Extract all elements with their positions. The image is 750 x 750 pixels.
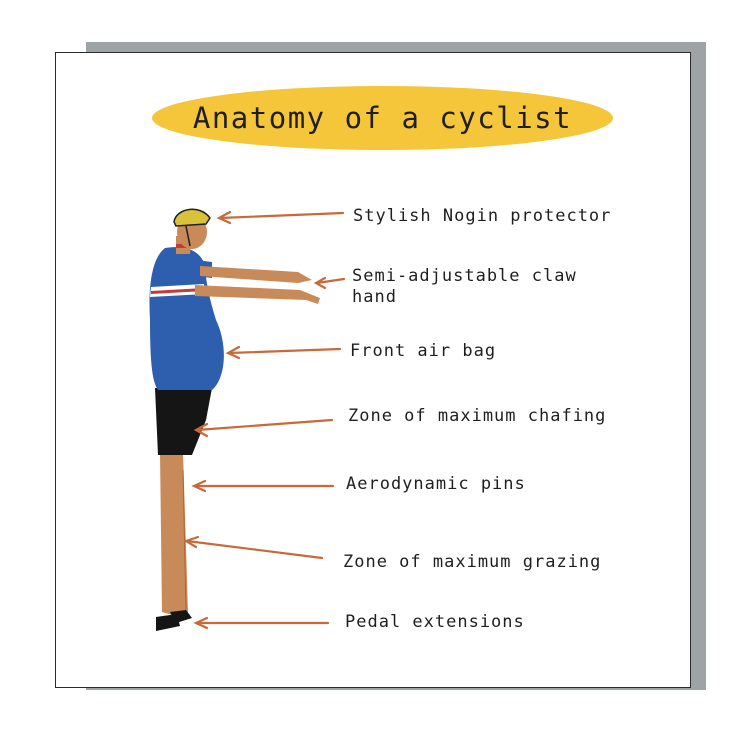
- arrow-shorts-label: [193, 418, 334, 438]
- cyclist-jersey: [149, 247, 224, 390]
- cyclist-legs: [160, 452, 188, 616]
- label-hand-line1: Semi-adjustable claw: [352, 266, 577, 286]
- cyclist-helmet: [173, 208, 211, 227]
- label-belly: Front air bag: [350, 341, 497, 361]
- label-feet: Pedal extensions: [345, 612, 525, 632]
- label-shins: Zone of maximum grazing: [343, 552, 602, 572]
- arrow-head-label: [216, 210, 345, 225]
- label-legs: Aerodynamic pins: [346, 474, 526, 494]
- arrow-hand-label: [313, 276, 346, 290]
- arrow-feet-label: [193, 616, 330, 630]
- cyclist-shorts: [155, 388, 212, 455]
- card-title: Anatomy of a cyclist: [192, 101, 573, 135]
- arrow-belly-label: [225, 345, 342, 360]
- arrow-legs-label: [191, 479, 335, 493]
- label-head: Stylish Nogin protector: [353, 206, 612, 226]
- cyclist-arm-front: [195, 285, 320, 304]
- cyclist-arm-back: [200, 266, 312, 283]
- title-oval: [152, 86, 613, 150]
- jersey-stripe-red: [151, 288, 204, 294]
- arrow-shins-label: [183, 535, 324, 560]
- label-hand-line2: hand: [352, 287, 397, 307]
- cyclist-foot-front: [170, 610, 192, 623]
- arrows: [183, 210, 346, 630]
- label-shorts: Zone of maximum chafing: [348, 406, 607, 426]
